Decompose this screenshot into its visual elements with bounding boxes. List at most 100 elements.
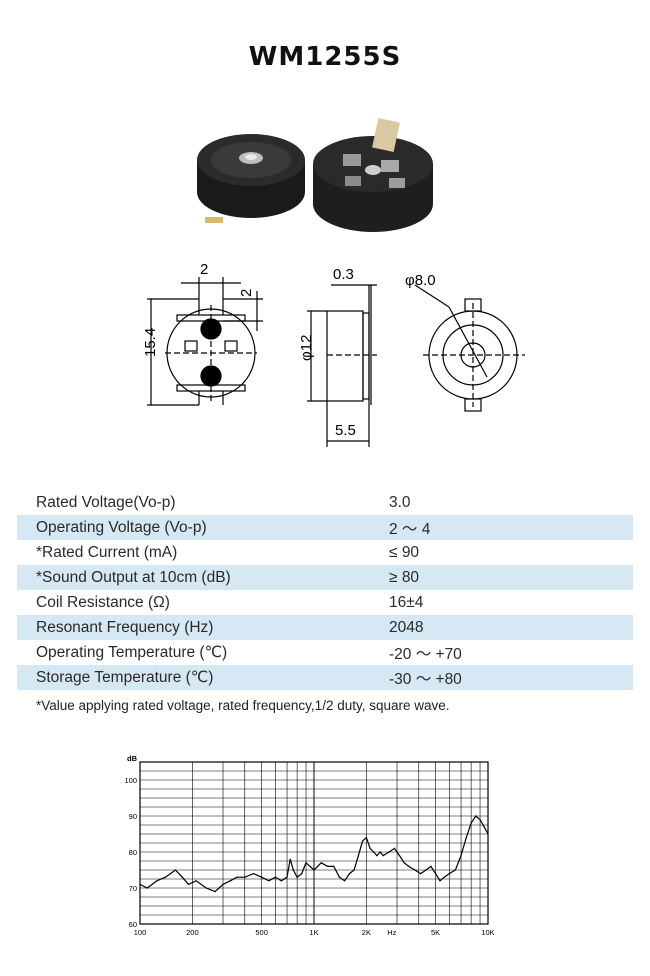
data-point <box>244 876 246 878</box>
data-point <box>187 883 190 885</box>
dim-body-diameter: φ12 <box>298 335 315 361</box>
data-point <box>403 862 405 864</box>
data-point <box>420 873 422 875</box>
dim-pin-width: 2 <box>200 261 208 278</box>
data-point <box>353 869 355 871</box>
spec-row: Operating Voltage (Vo-p)2 ～ 4 <box>17 515 633 540</box>
data-point <box>465 837 467 839</box>
data-point <box>338 876 341 878</box>
data-point <box>430 865 432 867</box>
data-point <box>274 876 276 878</box>
data-point <box>214 891 216 893</box>
data-point <box>261 876 263 878</box>
rear-view <box>414 284 525 412</box>
y-tick-label: 60 <box>129 920 137 929</box>
spec-row: *Sound Output at 10cm (dB)≥ 80 <box>17 565 633 590</box>
data-point <box>268 880 270 882</box>
spec-row: *Rated Current (mA) ≤ 90 <box>17 540 633 565</box>
buzzer-top-view <box>197 134 305 223</box>
x-axis-label: Hz <box>387 928 396 937</box>
data-point <box>309 865 311 867</box>
dim-outer-diameter: φ8.0 <box>405 272 436 289</box>
data-point <box>408 865 410 867</box>
data-point <box>361 840 364 842</box>
data-point <box>365 837 367 839</box>
dim-body-depth: 5.5 <box>335 422 356 439</box>
data-point <box>286 876 288 878</box>
data-point <box>333 865 335 867</box>
x-tick-label: 1K <box>309 928 318 937</box>
x-tick-label: 200 <box>186 928 199 937</box>
buzzer-bottom-view <box>313 118 433 232</box>
y-tick-label: 90 <box>129 812 137 821</box>
dim-body-height: 15.4 <box>142 328 159 357</box>
spec-value: 2 ～ 4 <box>371 515 633 540</box>
data-point <box>435 873 437 875</box>
spec-parameter: Operating Voltage (Vo-p) <box>17 515 371 540</box>
data-point <box>181 876 183 878</box>
data-point <box>479 819 481 821</box>
x-tick-label: 100 <box>134 928 147 937</box>
data-point <box>443 876 445 878</box>
x-tick-label: 5K <box>431 928 440 937</box>
data-point <box>425 869 427 871</box>
data-point <box>289 858 291 860</box>
data-point <box>236 876 238 878</box>
data-point <box>205 887 207 889</box>
y-tick-label: 80 <box>129 848 137 857</box>
front-view <box>147 277 263 406</box>
x-tick-label: 2K <box>362 928 371 937</box>
data-point <box>156 880 158 882</box>
data-point <box>348 873 351 875</box>
data-point <box>372 851 375 853</box>
data-point <box>414 869 416 871</box>
spec-value: ≥ 80 <box>371 565 633 590</box>
data-point <box>320 862 322 864</box>
data-point <box>305 862 307 864</box>
data-point <box>487 833 489 835</box>
x-tick-label: 10K <box>481 928 494 937</box>
data-point <box>388 851 390 853</box>
spec-value: ≤ 90 <box>389 543 420 561</box>
dimension-drawing: 2 2 15.4 0.3 φ12 5.5 φ8.0 <box>142 261 525 447</box>
spec-row: Rated Voltage(Vo-p)3.0 <box>17 490 633 515</box>
dim-terminal-thickness: 0.3 <box>333 266 354 283</box>
spec-row: Coil Resistance (Ω)16±4 <box>17 590 633 615</box>
data-point <box>222 883 224 885</box>
data-point <box>344 880 346 882</box>
spec-value: 2048 <box>371 615 633 640</box>
y-tick-label: 100 <box>124 776 137 785</box>
data-point <box>376 855 378 857</box>
data-point <box>146 887 148 889</box>
data-point <box>470 822 472 824</box>
data-point <box>379 851 381 853</box>
spec-row: Resonant Frequency (Hz)2048 <box>17 615 633 640</box>
data-point <box>139 883 141 885</box>
data-point <box>229 880 231 882</box>
footnote: *Value applying rated voltage, rated fre… <box>36 698 450 713</box>
spec-parameter: Rated Voltage(Vo-p) <box>36 493 176 511</box>
spec-parameter: *Sound Output at 10cm (dB) <box>17 565 371 590</box>
spec-value: -30 ～ +80 <box>371 665 633 690</box>
data-point <box>292 869 294 871</box>
data-point <box>448 873 450 875</box>
spec-value: -20 ～ +70 <box>389 645 462 663</box>
data-point <box>475 815 477 817</box>
spec-parameter: Storage Temperature (℃) <box>17 665 371 690</box>
data-point <box>296 876 298 878</box>
data-point <box>483 826 485 828</box>
data-point <box>195 880 197 882</box>
page-title: WM1255S <box>248 42 402 72</box>
spec-parameter: *Rated Current (mA) <box>36 543 178 561</box>
data-point <box>398 855 401 857</box>
data-point <box>327 865 329 867</box>
product-photo <box>197 118 433 232</box>
data-point <box>313 869 315 871</box>
data-point <box>393 847 396 849</box>
y-tick-label: 70 <box>129 884 137 893</box>
side-view <box>307 284 377 447</box>
data-point <box>439 880 441 882</box>
spec-row: Operating Temperature (℃)-20 ～ +70 <box>17 640 633 665</box>
dim-pin-height: 2 <box>238 289 255 297</box>
buzzer-pin <box>205 217 223 223</box>
